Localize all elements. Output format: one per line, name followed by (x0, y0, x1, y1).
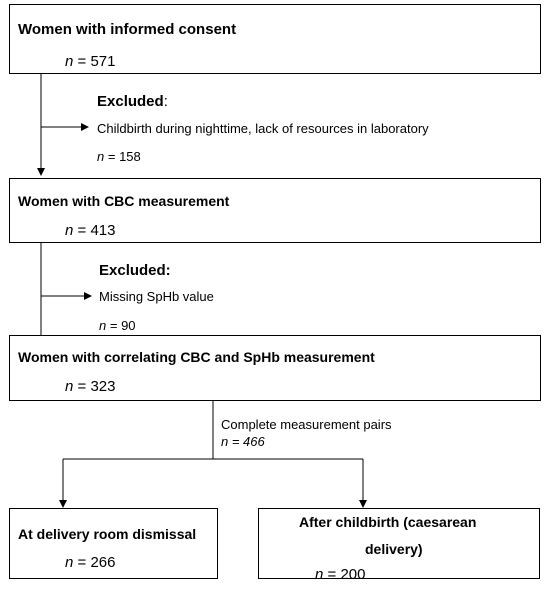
box-correlating: Women with correlating CBC and SpHb meas… (9, 335, 541, 401)
box-count: n = 413 (65, 222, 116, 239)
box-count: n = 200 (315, 566, 366, 583)
exclusion-reason: Childbirth during nighttime, lack of res… (97, 121, 429, 136)
box-count: n = 266 (65, 554, 116, 571)
box-title-line1: After childbirth (caesarean (299, 514, 477, 530)
box-title: At delivery room dismissal (18, 526, 197, 542)
exclusion-heading: Excluded: (97, 93, 168, 110)
box-informed-consent: Women with informed consent n = 571 (9, 4, 541, 74)
exclusion-count: n = 158 (97, 149, 141, 164)
exclusion-reason: Missing SpHb value (99, 289, 214, 304)
box-count: n = 571 (65, 53, 116, 70)
pairs-count: n = 466 (221, 434, 265, 449)
pairs-label: Complete measurement pairs (221, 417, 392, 432)
box-delivery-room: At delivery room dismissal n = 266 (9, 508, 218, 579)
box-cbc-measurement: Women with CBC measurement n = 413 (9, 178, 541, 243)
box-count: n = 323 (65, 378, 116, 395)
box-title: Women with informed consent (18, 21, 237, 38)
box-title: Women with correlating CBC and SpHb meas… (18, 349, 375, 365)
exclusion-count: n = 90 (99, 318, 136, 333)
exclusion-heading: Excluded: (99, 262, 171, 279)
box-title-line2: delivery) (365, 541, 423, 557)
box-title: Women with CBC measurement (18, 193, 230, 209)
box-after-childbirth: After childbirth (caesarean delivery) n … (258, 508, 540, 583)
